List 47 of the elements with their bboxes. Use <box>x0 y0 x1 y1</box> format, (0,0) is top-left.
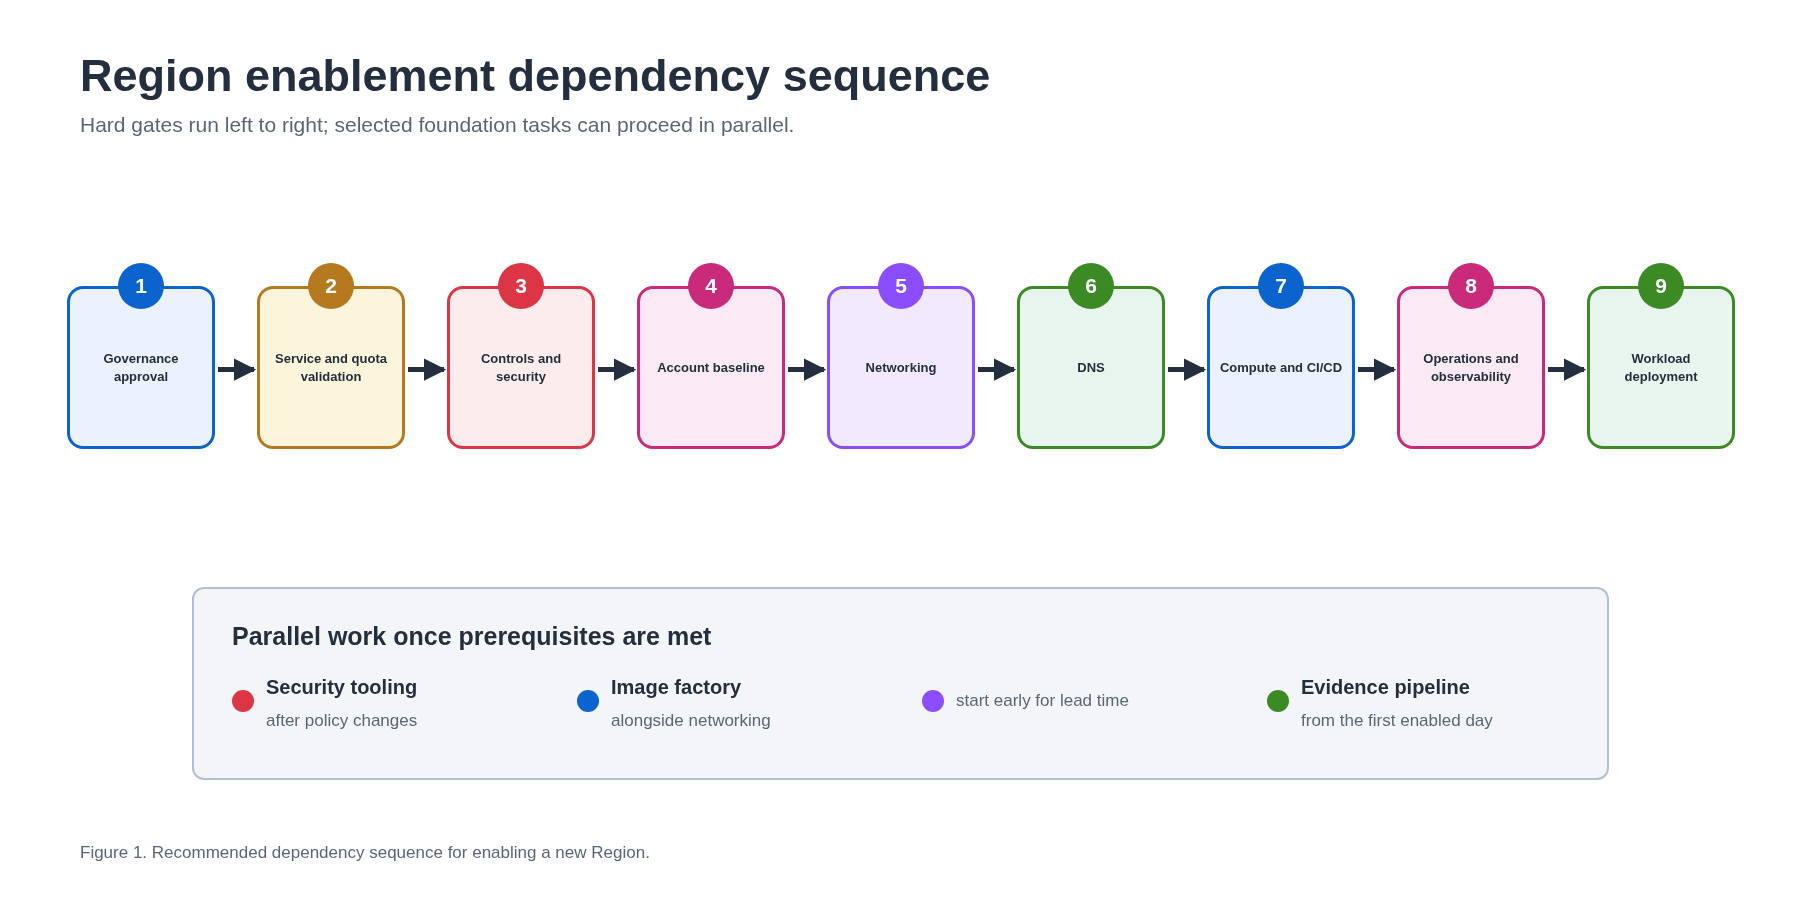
arrow <box>218 358 257 381</box>
figure-caption: Figure 1. Recommended dependency sequence for enabling a new Region. <box>80 843 650 863</box>
legend-title: Evidence pipeline <box>1301 676 1470 699</box>
step-label: Compute and CI/CD <box>1218 358 1344 377</box>
step-number-badge: 2 <box>308 263 354 309</box>
arrow <box>1358 358 1397 381</box>
step-label: Account baseline <box>656 358 766 377</box>
arrow <box>408 358 447 381</box>
legend-note: after policy changes <box>266 711 418 731</box>
legend-note: start early for lead time <box>956 691 1129 711</box>
step-number-badge: 9 <box>1638 263 1684 309</box>
arrow <box>598 358 637 381</box>
step-label: Workload deployment <box>1623 349 1699 386</box>
step-label: Governance approval <box>102 349 180 386</box>
step-number-badge: 5 <box>878 263 924 309</box>
step-box <box>1397 263 1545 449</box>
step-label: Controls and security <box>479 349 563 386</box>
step-label: Networking <box>864 358 938 377</box>
step-number-badge: 4 <box>688 263 734 309</box>
legend-note: from the first enabled day <box>1301 711 1493 731</box>
step-box <box>447 263 595 449</box>
arrow <box>978 358 1017 381</box>
step-box <box>827 263 975 449</box>
step-number-badge: 7 <box>1258 263 1304 309</box>
step-number-badge: 3 <box>498 263 544 309</box>
step-label: DNS <box>1076 358 1106 377</box>
legend-note: alongside networking <box>611 711 771 731</box>
subtitle: Hard gates run left to right; selected foundation tasks can proceed in parallel. <box>80 113 795 137</box>
diagram-title: Region enablement dependency sequence <box>80 50 991 102</box>
step-box <box>67 263 215 449</box>
step-number-badge: 8 <box>1448 263 1494 309</box>
legend-title: Security tooling <box>266 676 418 699</box>
step-box <box>637 263 785 449</box>
step-box <box>1587 263 1735 449</box>
step-number-badge: 1 <box>118 263 164 309</box>
step-box <box>1017 263 1165 449</box>
step-box <box>257 263 405 449</box>
arrow <box>1548 358 1587 381</box>
step-box <box>1207 263 1355 449</box>
legend-title: Image factory <box>611 676 742 699</box>
step-label: Service and quota validation <box>274 349 388 386</box>
step-label: Operations and observability <box>1422 349 1520 386</box>
step-number-badge: 6 <box>1068 263 1114 309</box>
arrow <box>788 358 827 381</box>
parallel-work-panel <box>192 587 1609 780</box>
panel-heading: Parallel work once prerequisites are met <box>232 622 712 651</box>
arrow <box>1168 358 1207 381</box>
